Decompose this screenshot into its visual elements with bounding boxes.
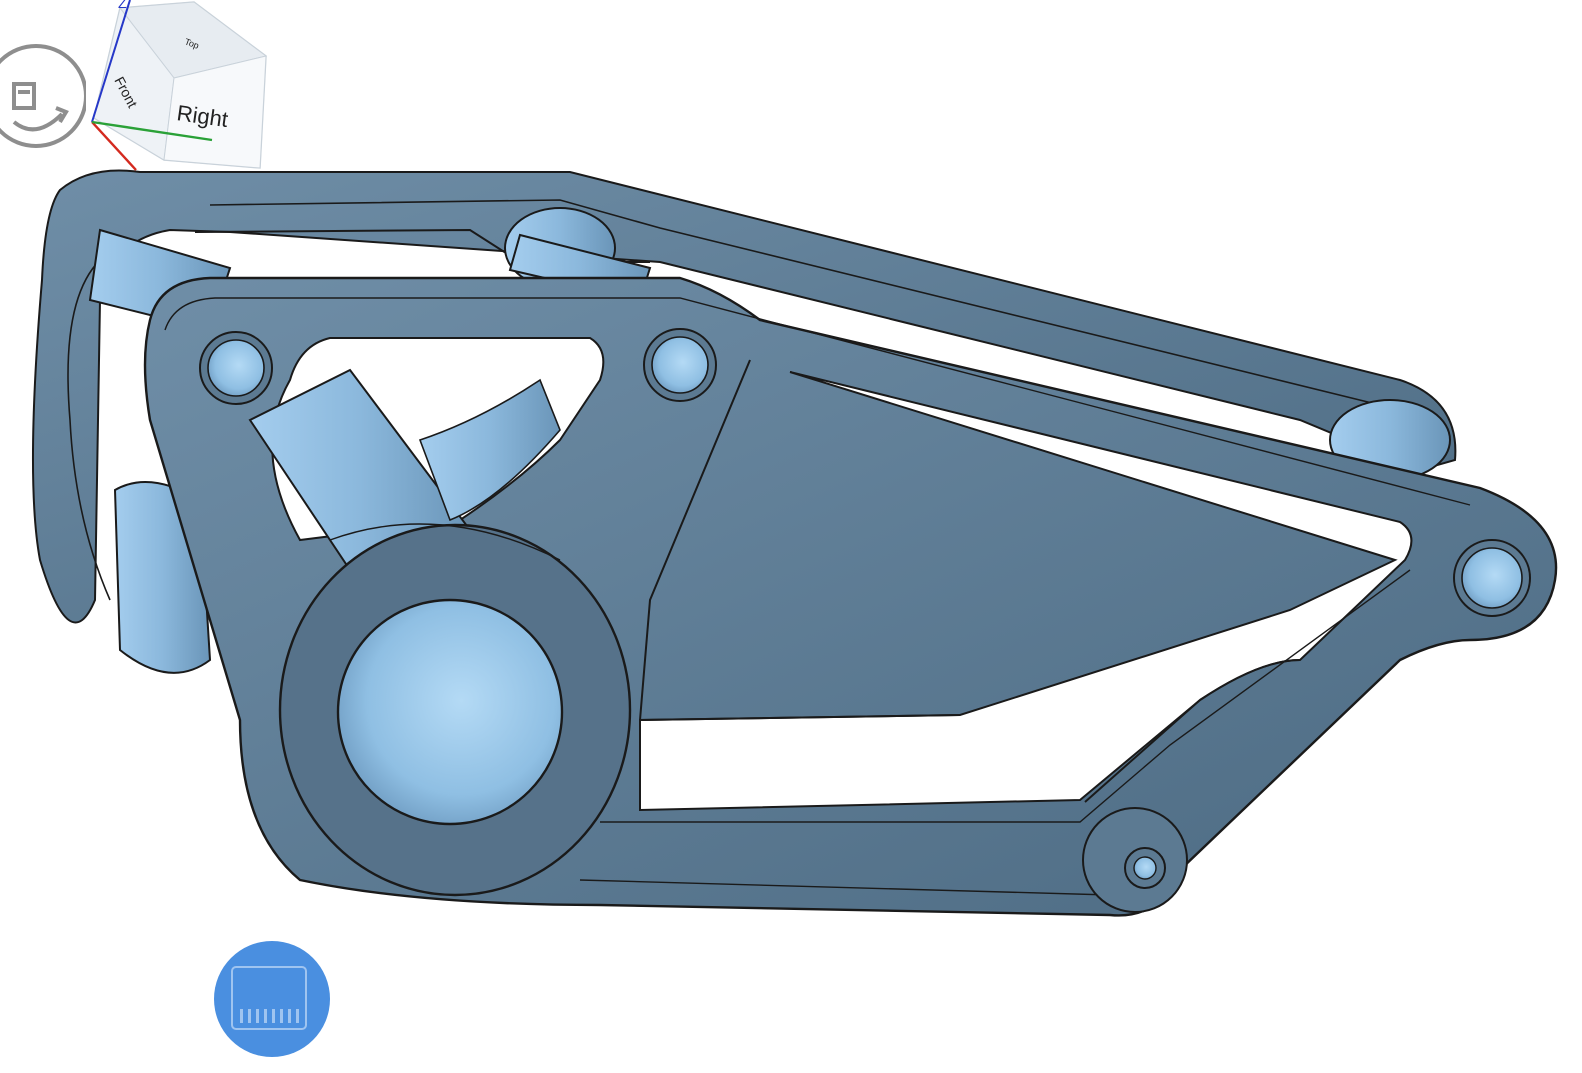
rear-tubes: [88, 207, 1451, 674]
orbit-button[interactable]: [0, 36, 88, 156]
view-cube[interactable]: Front Right Top Z: [84, 0, 274, 180]
keyboard-fab-button[interactable]: [214, 941, 330, 1057]
axis-x: [91, 121, 137, 171]
keyboard-icon: [231, 966, 307, 1030]
mount-holes: [199, 328, 1531, 913]
axis-z: [91, 0, 131, 123]
main-boss: [278, 523, 632, 897]
view-cube-top-label: Top: [183, 36, 200, 50]
axis-z-label: Z: [118, 0, 127, 11]
orbit-rotate-icon: [0, 44, 88, 148]
axis-y: [91, 120, 213, 142]
